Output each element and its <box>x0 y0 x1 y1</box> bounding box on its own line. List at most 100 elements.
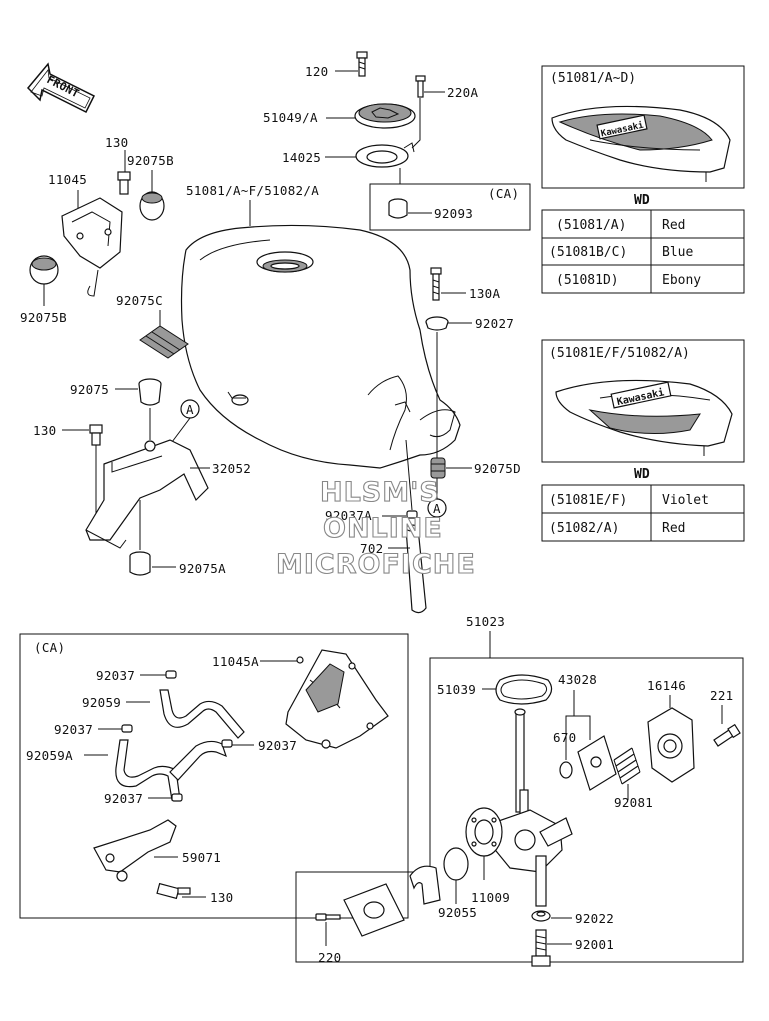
label-11045A: 11045A <box>212 654 259 669</box>
color-table-2-color-0: Violet <box>662 493 709 508</box>
label-92037-2: 92037 <box>54 722 93 737</box>
spring-92081 <box>613 747 641 785</box>
clamp-92037-2 <box>121 724 133 733</box>
label-ca-2: (CA) <box>34 640 65 655</box>
lever-part <box>409 865 441 905</box>
bracket-11045 <box>61 197 123 297</box>
bracket-11045A <box>285 649 389 749</box>
oring-92055 <box>443 847 469 881</box>
label-92037-3: 92037 <box>258 738 297 753</box>
washer-92027 <box>425 316 449 331</box>
color-table-2 <box>541 484 745 542</box>
color-box-2 <box>541 339 745 463</box>
color-box-2-heading: (51081E/F/51082/A) <box>549 346 690 361</box>
label-92001: 92001 <box>575 937 614 952</box>
label-16146: 16146 <box>647 678 686 693</box>
color-table-1 <box>541 209 745 294</box>
label-59071: 59071 <box>182 850 221 865</box>
grommet-92075D <box>430 457 446 479</box>
label-32052: 32052 <box>212 461 251 476</box>
cover-16146 <box>647 707 695 783</box>
label-11045: 11045 <box>48 172 87 187</box>
grommet-92075B-1 <box>139 191 165 221</box>
screw-220 <box>315 913 341 921</box>
label-51023: 51023 <box>466 614 505 629</box>
label-702: 702 <box>360 541 383 556</box>
clamp-92037-1 <box>165 670 177 679</box>
ca-box-92093 <box>369 183 531 231</box>
color-table-1-code-1: (51081B/C) <box>549 245 627 260</box>
label-120: 120 <box>305 64 328 79</box>
grommet-92075B-2 <box>29 255 59 285</box>
label-130-1: 130 <box>105 135 128 150</box>
bracket-32052 <box>85 439 209 549</box>
label-221: 221 <box>710 688 733 703</box>
label-51039: 51039 <box>437 682 476 697</box>
color-table-1-code-0: (51081/A) <box>556 218 626 233</box>
label-220A: 220A <box>447 85 478 100</box>
fuel-cock-body-51023 <box>489 708 573 907</box>
label-92075C: 92075C <box>116 293 163 308</box>
tank-illustration-2: Kawasaki <box>555 379 733 456</box>
label-92037A: 92037A <box>325 508 372 523</box>
plate-43028 <box>577 735 617 791</box>
label-43028: 43028 <box>558 672 597 687</box>
label-92059: 92059 <box>82 695 121 710</box>
label-92075A: 92075A <box>179 561 226 576</box>
grommet-92075 <box>138 378 162 406</box>
label-51049A: 51049/A <box>263 110 318 125</box>
pad-92075C <box>139 325 189 359</box>
label-11009: 11009 <box>471 890 510 905</box>
clamp-92037A <box>406 510 418 519</box>
label-92075B-2: 92075B <box>20 310 67 325</box>
color-box-1-caption: WD <box>634 193 650 208</box>
part-92093 <box>388 198 408 219</box>
cap-51049A <box>354 103 416 129</box>
clamp-92037-3 <box>221 739 233 748</box>
hose-92059 <box>159 689 245 739</box>
diaphragm-11009 <box>465 807 503 857</box>
bracket-59071 <box>93 819 177 882</box>
label-670: 670 <box>553 730 576 745</box>
label-ca-1: (CA) <box>488 186 519 201</box>
bolt-130-3 <box>156 882 191 900</box>
color-table-1-color-0: Red <box>662 218 685 233</box>
color-table-1-color-2: Ebony <box>662 273 701 288</box>
label-92059A: 92059A <box>26 748 73 763</box>
label-92075: 92075 <box>70 382 109 397</box>
bolt-130-1 <box>117 171 131 195</box>
watermark-line-2: ONLINE <box>323 513 443 544</box>
label-130A: 130A <box>469 286 500 301</box>
screw-221 <box>713 723 741 747</box>
fuel-tank <box>180 224 461 469</box>
label-92055: 92055 <box>438 905 477 920</box>
color-box-1-heading: (51081/A~D) <box>550 71 636 86</box>
bolt-120 <box>356 51 368 77</box>
ca-box-evap <box>19 633 409 919</box>
tank-illustration-1: Kawasaki <box>551 105 731 182</box>
label-92081: 92081 <box>614 795 653 810</box>
watermark-line-1: HLSM'S <box>320 477 440 508</box>
label-92027: 92027 <box>475 316 514 331</box>
bolt-130A <box>430 267 442 301</box>
hose-702 <box>405 524 427 614</box>
label-92075D: 92075D <box>474 461 521 476</box>
label-130-3: 130 <box>210 890 233 905</box>
label-92037-4: 92037 <box>104 791 143 806</box>
bolt-130-2 <box>89 424 103 446</box>
ring-14025 <box>355 142 415 168</box>
gasket-plate <box>343 883 405 937</box>
label-A-2: A <box>433 501 441 516</box>
label-130-2: 130 <box>33 423 56 438</box>
label-92022: 92022 <box>575 911 614 926</box>
gasket-51039 <box>495 674 553 705</box>
clamp-92037-4 <box>171 793 183 802</box>
bolt-92001 <box>531 929 551 967</box>
color-box-2-caption: WD <box>634 467 650 482</box>
color-box-1 <box>541 65 745 189</box>
watermark-line-3: MICROFICHE <box>276 549 476 580</box>
grommet-92075A <box>129 551 151 576</box>
label-A-1: A <box>186 402 194 417</box>
label-92037-1: 92037 <box>96 668 135 683</box>
